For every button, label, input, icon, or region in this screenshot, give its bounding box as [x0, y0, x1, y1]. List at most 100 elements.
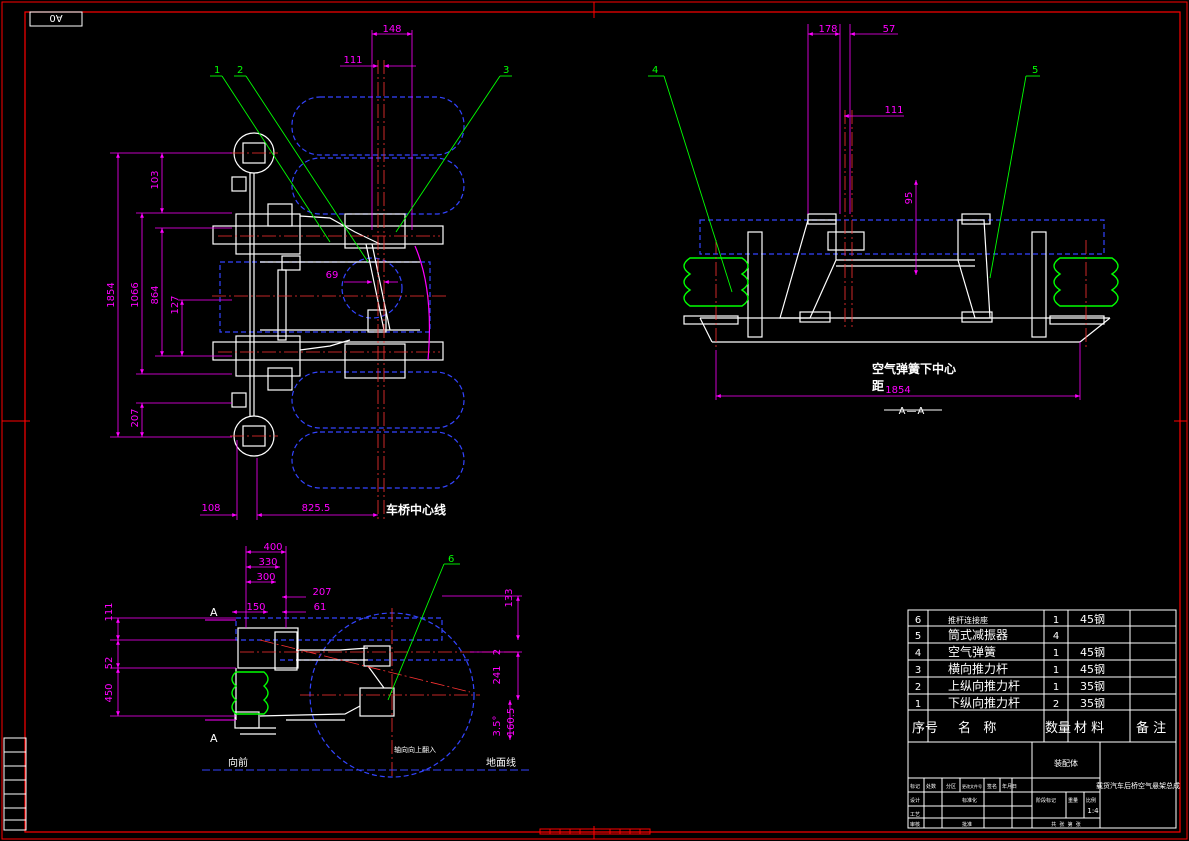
dim-111-top: 111 [343, 55, 362, 66]
balloon-5: 5 [1032, 65, 1038, 76]
bom-row-qty: 2 [1053, 699, 1059, 710]
tb-designer: 设计 [910, 797, 920, 804]
rear-view-leaders [648, 75, 1040, 293]
dim-207-side: 207 [312, 587, 331, 598]
sheet-size-label: A0 [49, 12, 62, 23]
tb-weight: 重量 [1068, 797, 1078, 804]
side-view-centerlines [240, 608, 520, 778]
rear-view-centerlines [715, 110, 1087, 350]
rear-view-dimensions [715, 24, 1081, 400]
bom-row-no: 3 [915, 665, 921, 676]
dim-95: 95 [904, 192, 915, 205]
bom-row-no: 5 [915, 631, 921, 642]
dim-148: 148 [382, 24, 401, 35]
dim-330: 330 [258, 557, 277, 568]
dim-1854: 1854 [106, 282, 117, 307]
bom-header-no: 序号 [912, 721, 938, 736]
bom-row-material: 35钢 [1080, 680, 1105, 693]
dim-127: 127 [170, 295, 181, 314]
section-mark-top: A [210, 606, 218, 619]
side-view: 6 400 330 300 207 150 61 A A 111 52 450 … [104, 542, 532, 778]
bom-row-qty: 1 [1053, 615, 1059, 626]
top-view-dimensions [110, 30, 416, 520]
bom-row-material: 45钢 [1080, 613, 1105, 626]
bom-row-material: 35钢 [1080, 697, 1105, 710]
rear-view: 4 5 178 57 111 95 空气弹簧下中心 距 1854 A—A [648, 24, 1119, 417]
frame-and-axle-outline [212, 132, 444, 457]
balloon-4: 4 [652, 65, 658, 76]
tb-date: 年月日 [1002, 783, 1017, 790]
air-springs [683, 257, 1119, 307]
balloon-2: 2 [237, 65, 243, 76]
bom-row-name: 筒式减振器 [948, 627, 1008, 642]
spring-spacing-label-1: 空气弹簧下中心 [872, 361, 956, 376]
tb-process: 工艺 [910, 812, 920, 818]
balloon-1: 1 [214, 65, 220, 76]
dim-160-5: 160.5 [506, 708, 517, 737]
rear-axle-outline [683, 213, 1111, 343]
dim-111-rear: 111 [884, 105, 903, 116]
side-view-leaders [387, 563, 460, 701]
section-arrows [205, 619, 236, 721]
dim-400: 400 [263, 542, 282, 553]
dim-52: 52 [104, 657, 115, 670]
balloon-6: 6 [448, 554, 454, 565]
bom-row-material: 45钢 [1080, 646, 1105, 659]
side-view-dimensions [110, 546, 522, 740]
top-view: 1 2 3 148 111 103 1854 1066 864 127 69 2… [106, 24, 512, 520]
ground-line-label: 地面线 [486, 756, 516, 769]
bom-row-name: 横向推力杆 [948, 661, 1008, 676]
assembly-label: 装配体 [1054, 758, 1078, 768]
bom-row-name: 上纵向推力杆 [948, 678, 1020, 693]
dim-300: 300 [256, 572, 275, 583]
tb-reviewer: 审核 [910, 821, 920, 828]
dim-178: 178 [818, 24, 837, 35]
top-view-centerlines [212, 60, 448, 520]
dim-133: 133 [504, 588, 515, 607]
bom-row-no: 6 [915, 615, 921, 626]
bom-header-name: 名 称 [958, 720, 996, 736]
dim-108: 108 [201, 503, 220, 514]
bom-row-qty: 1 [1053, 665, 1059, 676]
tb-approve: 批准 [962, 821, 972, 828]
sheet-size-box: A0 [29, 11, 83, 27]
forward-label: 向前 [228, 756, 248, 769]
dim-2: 2 [492, 649, 503, 655]
top-view-leaders [210, 75, 512, 263]
tb-scale-label: 比例 [1086, 797, 1096, 804]
frame-profile-curve [414, 245, 431, 361]
bom-header-note: 备 注 [1136, 720, 1166, 736]
dim-207-top: 207 [130, 408, 141, 427]
dim-150: 150 [246, 602, 265, 613]
dim-1066: 1066 [130, 282, 141, 307]
bom-row-material: 45钢 [1080, 663, 1105, 676]
bom-row-name: 下纵向推力杆 [948, 695, 1020, 710]
section-mark-bottom: A [210, 732, 218, 745]
side-air-spring [231, 671, 269, 715]
dim-103: 103 [150, 170, 161, 189]
dim-angle-3-5: 3.5° [492, 716, 503, 737]
dim-57: 57 [883, 24, 896, 35]
dim-61: 61 [314, 602, 327, 613]
dim-1854-rear: 1854 [885, 385, 910, 396]
bom-row-qty: 1 [1053, 682, 1059, 693]
bom-header-qty: 数量 [1045, 721, 1071, 736]
dim-69: 69 [326, 270, 339, 281]
bom-row-name: 推杆连接座 [948, 615, 988, 625]
axle-centerline-label: 车桥中心线 [386, 502, 446, 517]
bom-row-no: 2 [915, 682, 921, 693]
dim-450: 450 [104, 683, 115, 702]
bom-row-no: 1 [915, 699, 921, 710]
side-view-outline [234, 627, 395, 735]
spring-spacing-label-2: 距 [872, 379, 884, 393]
scale-value: 1:4 [1087, 807, 1099, 815]
dim-864: 864 [150, 285, 161, 304]
bom-row-qty: 4 [1053, 631, 1059, 642]
balloon-3: 3 [503, 65, 509, 76]
axle-note-label: 轴向向上翻入 [394, 745, 436, 754]
tb-standard: 标准化 [962, 797, 977, 804]
tb-count: 处数 [926, 783, 936, 790]
tb-change-no: 更改文件号 [962, 783, 982, 789]
tb-signature: 签名 [987, 783, 997, 790]
